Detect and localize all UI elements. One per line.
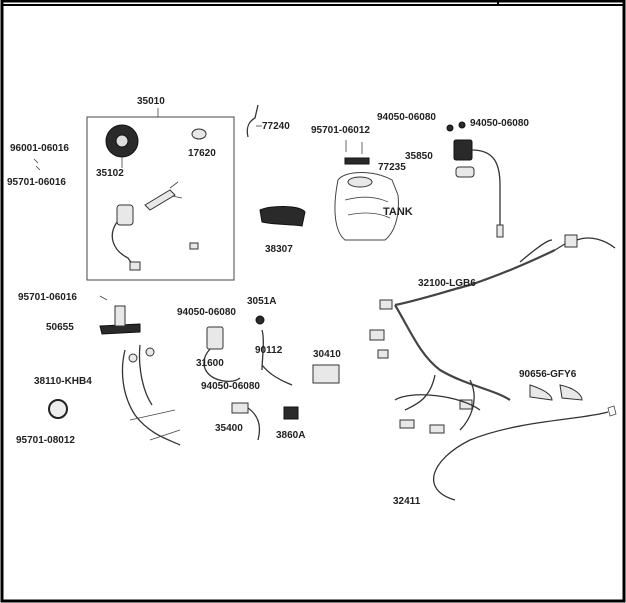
part-label-35400: 35400 [215,423,243,434]
part-label-31600: 31600 [196,358,224,369]
fuel-sender-plate [344,157,370,165]
part-label-95701-08012: 95701-08012 [16,435,75,446]
tank-label: TANK [383,206,413,218]
part-label-95701-06016-mid: 95701-06016 [18,292,77,303]
part-label-94050-06080-b: 94050-06080 [470,118,529,129]
part-label-77240: 77240 [262,121,290,132]
part-label-94050-06080-d: 94050-06080 [201,381,260,392]
cable-32411 [433,411,609,501]
screw-part [189,242,199,250]
clip-ring-part [191,128,207,140]
bracket-50655 [99,295,141,335]
part-label-95701-06012: 95701-06012 [311,125,370,136]
part-label-17620: 17620 [188,148,216,159]
part-label-3860a: 3860A [276,430,306,441]
part-label-95701-06016-top: 95701-06016 [7,177,66,188]
lock-cap-part [105,124,139,158]
part-label-77235: 77235 [378,162,406,173]
key-part [144,189,176,211]
part-label-30410: 30410 [313,349,341,360]
fuel-tank-group [334,140,399,241]
ignition-kit-box [86,116,235,281]
part-label-90112: 90112 [255,345,283,356]
part-label-50655: 50655 [46,322,74,333]
part-label-94050-06080-a: 94050-06080 [377,112,436,123]
grip-part [259,206,306,227]
cable-77240 [246,104,259,138]
part-label-3051a: 3051A [247,296,277,307]
ignition-kit-group [33,108,235,281]
switch-35400 [231,402,249,414]
relay-3860a [283,406,299,420]
regulator-group [203,315,293,386]
part-label-32411: 32411 [393,496,421,507]
part-label-35102: 35102 [96,168,124,179]
relay-body [453,139,473,161]
harness-clip-b [559,384,583,401]
regulator-body [206,326,224,350]
part-label-38307: 38307 [265,244,293,255]
ignition-switch-body [116,204,134,226]
part-label-32100-lgb6: 32100-LGB6 [418,278,476,289]
relay-35850-group [446,121,504,238]
part-label-35010: 35010 [137,96,165,107]
part-label-38110-khb4: 38110-KHB4 [34,376,92,387]
fuel-tank-outline [334,172,399,241]
module-30410 [312,364,340,384]
horn-bracket-38110 [121,344,181,446]
part-label-35850: 35850 [405,151,433,162]
main-harness-group [369,234,616,434]
harness-clip-a [529,384,553,401]
horn-ring [48,399,68,419]
part-label-90656-gfy6: 90656-GFY6 [519,369,577,380]
harness-connector [564,234,578,248]
part-label-96001-06016: 96001-06016 [10,143,69,154]
part-label-94050-06080-c: 94050-06080 [177,307,236,318]
